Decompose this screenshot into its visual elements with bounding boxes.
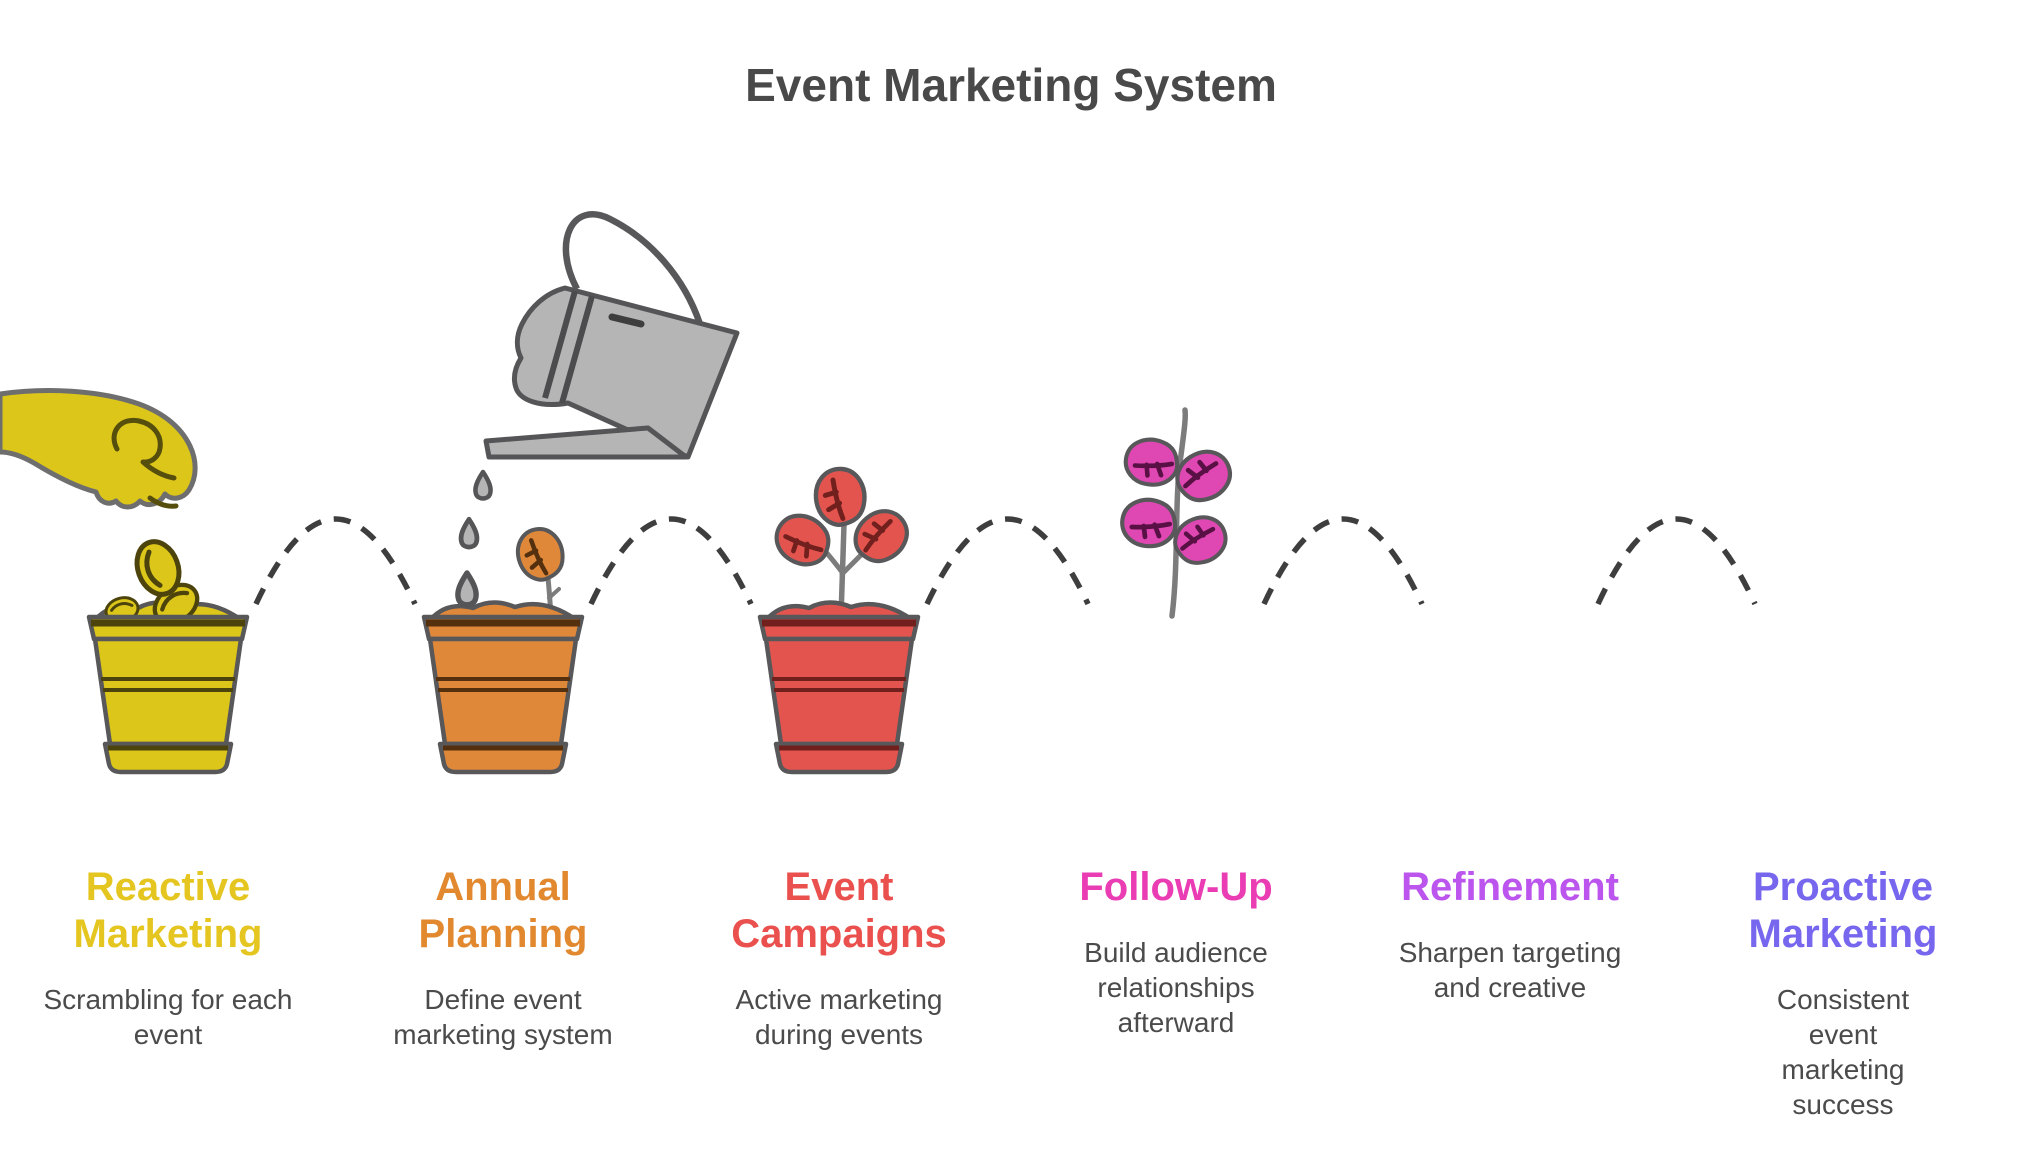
water-drops-icon (455, 469, 493, 608)
stage-subtitle: Consistent event marketing success (1776, 984, 1910, 1120)
stage-subtitle: Sharpen targeting and creative (1398, 937, 1622, 1003)
stage-title: Proactive Marketing (1748, 865, 1938, 956)
leaf-icon (853, 509, 909, 564)
stage-label-proactive-marketing: Proactive Marketing Consistent event mar… (1749, 864, 1938, 1122)
water-drop-icon (458, 516, 480, 550)
watering-can-icon (483, 211, 740, 460)
stage-follow-up (1120, 407, 1232, 619)
leaf-icon (515, 527, 565, 582)
leaf-icon (1175, 449, 1232, 503)
plant-event-campaigns (774, 466, 909, 620)
stage-title: Event Campaigns (731, 865, 947, 956)
stage-subtitle: Active marketing during events (735, 984, 943, 1050)
stage-subtitle: Scrambling for each event (43, 984, 293, 1050)
stage-title: Follow-Up (1079, 865, 1273, 909)
hand-dropping-seed-icon (0, 388, 198, 510)
leaf-icon (774, 513, 831, 567)
plant-annual-planning (515, 527, 565, 620)
flower-pot-icon (86, 614, 250, 775)
water-drop-icon (473, 469, 493, 501)
plant-stem (839, 551, 865, 577)
can-handle (562, 211, 704, 326)
stage-annual-planning (421, 211, 740, 775)
dashed-arcs (253, 516, 1758, 606)
plant-stem (823, 549, 845, 575)
stage-title: Annual Planning (418, 865, 588, 956)
dashed-hop-arc (1261, 516, 1425, 606)
plant-follow-up (1120, 407, 1232, 619)
dashed-hop-arc (588, 516, 754, 606)
flower-pot-icon (421, 614, 585, 775)
page-title: Event Marketing System (745, 59, 1277, 111)
water-drop-icon (455, 570, 479, 608)
dashed-hop-arc (1595, 516, 1758, 606)
stage-subtitle: Define event marketing system (393, 984, 613, 1050)
stage-subtitle: Build audience relationships afterward (1084, 937, 1268, 1038)
plant-stem (547, 587, 561, 600)
can-body (511, 285, 740, 460)
stage-label-event-campaigns: Event Campaigns Active marketing during … (714, 864, 964, 1052)
leaf-icon (1120, 497, 1178, 549)
leaf-icon (1173, 515, 1228, 565)
can-spout (483, 425, 689, 460)
stage-label-follow-up: Follow-Up Build audience relationships a… (1069, 864, 1284, 1040)
stage-reactive-marketing (0, 388, 250, 775)
stage-label-refinement: Refinement Sharpen targeting and creativ… (1374, 864, 1646, 1005)
stage-label-annual-planning: Annual Planning Define event marketing s… (378, 864, 628, 1052)
stage-title: Refinement (1401, 865, 1619, 909)
stage-title: Reactive Marketing (73, 865, 263, 956)
seed-icon (134, 539, 182, 597)
stage-event-campaigns (757, 466, 921, 775)
dashed-hop-arc (924, 516, 1091, 606)
flower-pot-icon (757, 614, 921, 775)
leaf-icon (1123, 437, 1180, 487)
leaf-icon (813, 466, 867, 527)
dashed-hop-arc (253, 516, 418, 606)
stage-label-reactive-marketing: Reactive Marketing Scrambling for each e… (32, 864, 304, 1052)
